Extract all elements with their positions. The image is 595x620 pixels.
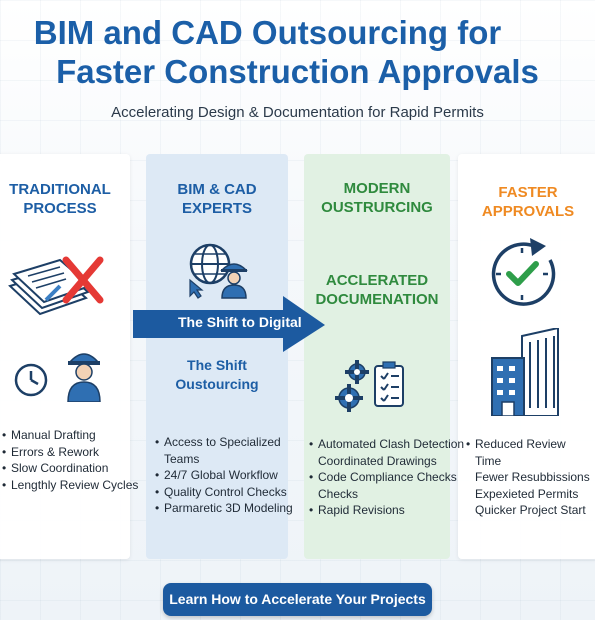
engineer-icon	[67, 353, 101, 402]
traditional-heading-line2: PROCESS	[23, 200, 97, 217]
modern-heading-line1: MODERN	[343, 180, 411, 197]
list-item: Code Compliance Checks	[309, 469, 464, 486]
page-title-line1: BIM and CAD Outsourcing for	[33, 14, 502, 51]
clock-icon	[14, 363, 48, 397]
list-item: Reduced Review Time	[466, 436, 595, 469]
modern-list: Automated Clash Detection Coordinated Dr…	[309, 436, 464, 519]
experts-heading-line2: EXPERTS	[181, 200, 253, 217]
approval-check-icon	[491, 238, 556, 306]
list-item: Quality Control Checks	[155, 484, 293, 501]
list-item: Access to Specialized	[155, 434, 293, 451]
traditional-heading-line1: TRADITIONAL	[9, 181, 111, 198]
experts-subheading: The Shift Oustourcing	[146, 356, 288, 394]
list-item: Rapid Revisions	[309, 502, 464, 519]
list-item: Checks	[318, 486, 359, 501]
list-item: Coordinated Drawings	[318, 453, 437, 468]
building-icon	[491, 328, 559, 416]
list-item: Errors & Rework	[2, 444, 138, 461]
list-item: Teams	[164, 451, 200, 466]
list-item: Parmaretic 3D Modeling	[155, 500, 293, 517]
list-item: Lengthly Review Cycles	[2, 477, 138, 494]
shift-arrow-label: The Shift to Digital	[178, 314, 302, 330]
learn-more-button[interactable]: Learn How to Accelerate Your Projects	[163, 583, 432, 616]
faster-list: Reduced Review Time Fewer Resubbissions …	[466, 436, 595, 519]
page-subtitle: Accelerating Design & Documentation for …	[111, 104, 484, 121]
page-title-line2: Faster Construction Approvals	[56, 53, 539, 90]
list-item: Expexieted Permits	[475, 486, 579, 501]
globe-engineer-icon	[189, 243, 248, 299]
modern-panel	[304, 154, 450, 559]
experts-subheading-line2: Oustourcing	[175, 376, 259, 392]
shift-arrow	[133, 296, 325, 352]
faster-heading-line1: FASTER	[498, 184, 558, 201]
modern-heading-line2: OUSTRURCING	[321, 199, 433, 216]
list-item: 24/7 Global Workflow	[155, 467, 293, 484]
traditional-list: Manual Drafting Errors & Rework Slow Coo…	[2, 427, 138, 493]
list-item: Fewer Resubbissions	[475, 470, 590, 484]
list-item: Manual Drafting	[2, 427, 138, 444]
experts-subheading-line1: The Shift	[187, 357, 247, 373]
experts-heading-line1: BIM & CAD	[177, 181, 257, 198]
experts-list: Access to Specialized Teams 24/7 Global …	[155, 434, 293, 517]
modern-heading: MODERN OUSTRURCING	[304, 179, 450, 217]
modern-subheading-line2: DOCUMENATION	[315, 291, 439, 308]
faster-heading: FASTER APPROVALS	[458, 183, 595, 221]
traditional-heading: TRADITIONAL PROCESS	[0, 180, 120, 218]
list-item: Automated Clash Detection	[309, 436, 464, 453]
list-item: Slow Coordination	[2, 460, 138, 477]
faster-heading-line2: APPROVALS	[481, 203, 575, 220]
crossed-paper-icon	[8, 256, 104, 316]
gears-checklist-icon	[335, 360, 404, 412]
modern-subheading: ACCLERATED DOCUMENATION	[304, 271, 450, 309]
list-item: Quicker Project Start	[475, 503, 586, 517]
modern-subheading-line1: ACCLERATED	[325, 272, 429, 289]
experts-heading: BIM & CAD EXPERTS	[146, 180, 288, 218]
